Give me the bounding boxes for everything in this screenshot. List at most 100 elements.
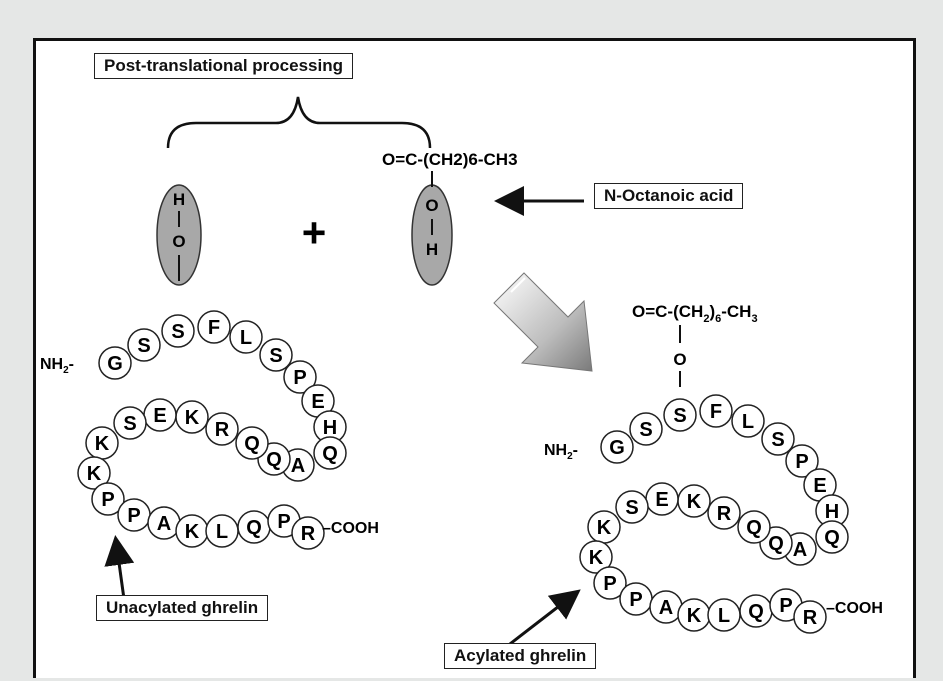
amino-acid-bead: S <box>615 490 649 524</box>
amino-acid-letter: K <box>687 605 702 627</box>
amino-acid-bead: H <box>815 494 849 528</box>
amino-acid-letter: S <box>673 405 686 427</box>
amino-acid-letter: L <box>718 605 730 627</box>
acyl-chain: O=C-(CH2)6-CH3 O <box>632 302 758 387</box>
amino-acid-bead: A <box>649 590 683 624</box>
n-terminus-acylated: NH2- <box>544 442 578 462</box>
amino-acid-bead: S <box>127 328 161 362</box>
amino-acid-bead: P <box>785 444 819 478</box>
label-n-octanoic-acid: N-Octanoic acid <box>594 183 744 209</box>
amino-acid-bead: A <box>147 506 181 540</box>
amino-acid-bead: S <box>629 412 663 446</box>
amino-acid-letter: G <box>107 353 123 375</box>
amino-acid-letter: F <box>208 317 220 339</box>
amino-acid-bead: K <box>579 540 613 574</box>
amino-acid-letter: P <box>277 511 290 533</box>
amino-acid-letter: E <box>655 489 668 511</box>
amino-acid-letter: P <box>101 489 114 511</box>
amino-acid-letter: R <box>215 419 230 441</box>
amino-acid-letter: S <box>137 335 150 357</box>
amino-acid-letter: A <box>793 539 807 561</box>
pointer-arrow-unacylated <box>104 535 135 600</box>
amino-acid-letter: S <box>269 345 282 367</box>
label-post-translational: Post-translational processing <box>94 53 353 79</box>
amino-acid-bead: G <box>600 430 634 464</box>
amino-acid-letter: E <box>311 391 324 413</box>
reaction-arrow <box>493 270 593 372</box>
amino-acid-bead: E <box>301 384 335 418</box>
acyl-oxygen: O <box>673 350 686 369</box>
amino-acid-letter: S <box>625 497 638 519</box>
amino-acid-bead: Q <box>739 594 773 628</box>
amino-acid-bead: K <box>85 426 119 460</box>
amino-acid-bead: P <box>91 482 125 516</box>
octanoic-o: O <box>425 196 438 215</box>
amino-acid-bead: L <box>707 598 741 632</box>
amino-acid-letter: F <box>710 401 722 423</box>
amino-acid-bead: K <box>587 510 621 544</box>
octanoic-formula: O=C-(CH2)6-CH3 <box>382 150 518 169</box>
amino-acid-bead: Q <box>237 510 271 544</box>
amino-acid-bead: Q <box>313 436 347 470</box>
amino-acid-letter: E <box>813 475 826 497</box>
curly-brace <box>166 96 432 149</box>
amino-acid-letter: R <box>301 523 316 545</box>
amino-acid-bead: K <box>175 514 209 548</box>
label-unacylated-ghrelin: Unacylated ghrelin <box>96 595 269 621</box>
amino-acid-letter: K <box>185 521 200 543</box>
amino-acid-letter: P <box>127 505 140 527</box>
amino-acid-bead: E <box>645 482 679 516</box>
amino-acid-letter: S <box>171 321 184 343</box>
pointer-arrow-acylated <box>505 589 581 649</box>
amino-acid-bead: Q <box>815 520 849 554</box>
hydroxyl-o: O <box>172 232 185 251</box>
amino-acid-bead: K <box>677 598 711 632</box>
amino-acid-letter: L <box>216 521 228 543</box>
amino-acid-bead: P <box>619 582 653 616</box>
amino-acid-bead: Q <box>235 426 269 460</box>
amino-acid-letter: G <box>609 437 625 459</box>
amino-acid-letter: R <box>717 503 732 525</box>
amino-acid-letter: P <box>603 573 616 595</box>
hydroxyl-h: H <box>173 190 185 209</box>
amino-acid-letter: P <box>795 451 808 473</box>
amino-acid-letter: K <box>185 407 200 429</box>
amino-acid-letter: K <box>589 547 604 569</box>
amino-acid-bead: L <box>731 404 765 438</box>
amino-acid-letter: A <box>291 455 305 477</box>
amino-acid-bead: P <box>593 566 627 600</box>
amino-acid-letter: S <box>639 419 652 441</box>
octanoic-acid-molecule: O=C-(CH2)6-CH3 O H <box>382 150 518 286</box>
amino-acid-letter: L <box>240 327 252 349</box>
amino-acid-letter: H <box>323 417 337 439</box>
plus-sign: + <box>302 209 327 256</box>
ghrelin-acylation-diagram: H O + O=C-(CH2)6-CH3 O H O=C-(CH2)6-CH3 <box>40 96 883 649</box>
amino-acid-bead: L <box>205 514 239 548</box>
amino-acid-bead: F <box>197 310 231 344</box>
amino-acid-bead: P <box>117 498 151 532</box>
amino-acid-bead: R <box>205 412 239 446</box>
amino-acid-letter: K <box>597 517 612 539</box>
amino-acid-bead: Q <box>737 510 771 544</box>
amino-acid-bead: S <box>663 398 697 432</box>
amino-acid-letter: K <box>87 463 102 485</box>
amino-acid-bead: E <box>803 468 837 502</box>
amino-acid-bead: K <box>677 484 711 518</box>
amino-acid-bead: S <box>161 314 195 348</box>
amino-acid-letter: K <box>95 433 110 455</box>
amino-acid-bead: P <box>283 360 317 394</box>
amino-acid-letter: Q <box>266 449 282 471</box>
amino-acid-letter: A <box>659 597 673 619</box>
amino-acid-bead: F <box>699 394 733 428</box>
amino-acid-letter: Q <box>246 517 262 539</box>
amino-acid-letter: Q <box>748 601 764 623</box>
n-terminus-unacylated: NH2- <box>40 356 74 376</box>
amino-acid-bead: R <box>793 600 827 634</box>
c-terminus-unacylated: –COOH <box>322 520 379 537</box>
amino-acid-bead: L <box>229 320 263 354</box>
amino-acid-bead: S <box>113 406 147 440</box>
amino-acid-letter: H <box>825 501 839 523</box>
amino-acid-bead: S <box>259 338 293 372</box>
